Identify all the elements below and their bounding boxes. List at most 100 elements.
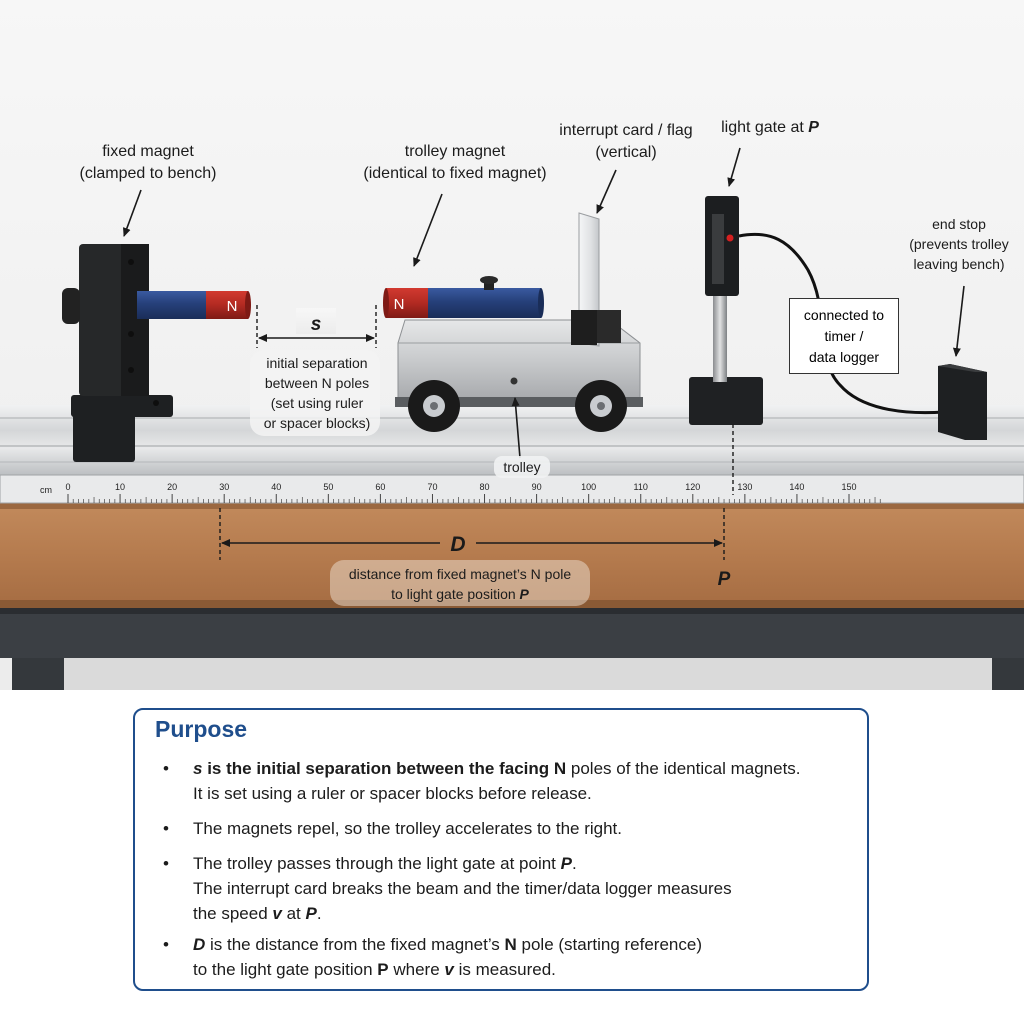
- purpose-item-line: D is the distance from the fixed magnet’…: [193, 932, 702, 957]
- separation-symbol: s: [311, 314, 322, 335]
- ruler-tick-label: 100: [581, 482, 596, 492]
- ruler-tick-label: 0: [65, 482, 70, 492]
- ruler-tick-label: 150: [841, 482, 856, 492]
- purpose-bullet-marker: •: [163, 935, 169, 954]
- trolley-magnet-label: trolley magnet (identical to fixed magne…: [350, 141, 560, 185]
- purpose-text-segment: pole (starting reference): [516, 935, 702, 954]
- purpose-item-line: It is set using a ruler or spacer blocks…: [193, 781, 801, 806]
- ruler-tick-label: 140: [789, 482, 804, 492]
- trolley-magnet-label-line-2: (identical to fixed magnet): [363, 165, 547, 182]
- fixed-magnet-label: fixed magnet (clamped to bench): [60, 141, 236, 185]
- ruler-tick-label: 60: [375, 482, 385, 492]
- end-stop-label-line-1: end stop: [932, 216, 986, 232]
- light-gate-label: light gate at P: [710, 117, 830, 139]
- trolley-wheel-left: [408, 380, 460, 432]
- purpose-text-segment: where: [388, 960, 445, 979]
- purpose-text-segment: is the initial separation between the fa…: [202, 759, 554, 778]
- purpose-text-segment: v: [272, 904, 282, 923]
- point-P-marker: [219, 424, 734, 560]
- distance-desc-line-1: distance from fixed magnet’s N pole: [348, 566, 572, 582]
- purpose-text-segment: N: [504, 935, 517, 954]
- purpose-bullet-marker: •: [163, 759, 169, 778]
- distance-symbol: D: [450, 533, 465, 556]
- purpose-text-segment: poles of the identical magnets.: [566, 759, 801, 778]
- purpose-text-segment: to the light gate position: [193, 960, 378, 979]
- purpose-text-segment: The magnets repel, so the trolley accele…: [193, 819, 623, 838]
- purpose-text-segment: the speed: [193, 904, 273, 923]
- distance-desc-line-2-text: to light gate position: [391, 586, 520, 602]
- purpose-item-line: The interrupt card breaks the beam and t…: [193, 876, 732, 901]
- bench-table: [0, 503, 1024, 690]
- distance-description: distance from fixed magnet’s N pole to l…: [300, 564, 620, 604]
- end-stop-label-line-2: (prevents trolley: [909, 236, 1009, 252]
- fixed-magnet-clamp: [62, 244, 173, 462]
- purpose-text-segment: P: [305, 904, 317, 923]
- purpose-item: D is the distance from the fixed magnet’…: [193, 932, 702, 982]
- ruler-tick-label: 40: [271, 482, 281, 492]
- connected-box-line-1: connected to: [803, 307, 885, 323]
- trolley-magnet-pole-label: N: [394, 296, 405, 313]
- trolley-wheel-right: [575, 380, 627, 432]
- purpose-text-segment: N: [553, 759, 567, 778]
- fixed-magnet: N: [137, 291, 251, 319]
- connected-box-line-2: timer /: [824, 328, 864, 344]
- purpose-item-line: The magnets repel, so the trolley accele…: [193, 816, 622, 841]
- separation-marker: [256, 305, 377, 348]
- light-gate-label-point: P: [808, 119, 819, 136]
- trolley-magnet-label-line-1: trolley magnet: [404, 143, 506, 160]
- ruler-tick-label: 80: [480, 482, 490, 492]
- purpose-item: The trolley passes through the light gat…: [193, 851, 732, 926]
- connected-box-line-3: data logger: [808, 349, 880, 365]
- purpose-item: The magnets repel, so the trolley accele…: [193, 816, 622, 841]
- end-stop: [938, 364, 987, 440]
- separation-description: initial separation between N poles (set …: [244, 353, 390, 433]
- purpose-bullet-marker: •: [163, 819, 169, 838]
- distance-desc-point: P: [519, 586, 529, 602]
- purpose-text-segment: P: [377, 960, 389, 979]
- separation-desc-line-2: between N poles: [264, 375, 370, 391]
- separation-desc-line-4: or spacer blocks): [263, 415, 371, 431]
- ruler-tick-label: 20: [167, 482, 177, 492]
- ruler-tick-label: 120: [685, 482, 700, 492]
- purpose-panel: Purpose • s is the initial separation bet…: [133, 708, 869, 991]
- fixed-magnet-label-line-1: fixed magnet: [102, 143, 194, 160]
- ruler-tick-label: 50: [323, 482, 333, 492]
- interrupt-card-label: interrupt card / flag (vertical): [546, 120, 706, 164]
- ruler-tick-label: 70: [427, 482, 437, 492]
- ruler-tick-label: 130: [737, 482, 752, 492]
- trolley-label: trolley: [482, 457, 562, 477]
- purpose-text-segment: .: [316, 904, 322, 923]
- purpose-bullet-marker: •: [163, 854, 169, 873]
- end-stop-label-line-3: leaving bench): [913, 256, 1005, 272]
- purpose-item: s is the initial separation between the …: [193, 756, 801, 806]
- distance-desc-line-2: to light gate position P: [300, 584, 620, 604]
- separation-desc-line-3: (set using ruler: [270, 395, 364, 411]
- trolley-label-text: trolley: [503, 459, 541, 475]
- separation-desc-line-1: initial separation: [266, 355, 368, 371]
- ruler-tick-label: 10: [115, 482, 125, 492]
- purpose-text-segment: The trolley passes through the light gat…: [193, 854, 561, 873]
- trolley-magnet: N: [383, 276, 544, 318]
- interrupt-card-label-line-2: (vertical): [595, 144, 657, 161]
- light-gate-label-text: light gate at: [721, 119, 809, 136]
- connected-to-logger-box: connected to timer / data logger: [789, 298, 899, 374]
- trolley: N: [383, 212, 643, 432]
- fixed-magnet-pole-label: N: [227, 298, 238, 315]
- purpose-item-line: the speed v at P.: [193, 901, 732, 926]
- purpose-item-line: to the light gate position P where v is …: [193, 957, 702, 982]
- purpose-text-segment: s: [193, 759, 203, 778]
- ruler-unit-label: cm: [40, 485, 52, 495]
- end-stop-label: end stop (prevents trolley leaving bench…: [896, 214, 1022, 274]
- ruler-tick-label: 110: [634, 482, 648, 492]
- purpose-text-segment: P: [560, 854, 572, 873]
- purpose-text-segment: is the distance from the fixed magnet’s: [205, 935, 505, 954]
- purpose-title: Purpose: [155, 716, 248, 742]
- label-arrows: [123, 147, 965, 459]
- purpose-text-segment: It is set using a ruler or spacer blocks…: [193, 784, 592, 803]
- point-P-label: P: [718, 569, 731, 590]
- purpose-text-segment: is measured.: [453, 960, 556, 979]
- light-gate-label-line: light gate at P: [710, 117, 830, 139]
- fixed-magnet-label-line-2: (clamped to bench): [79, 165, 217, 182]
- purpose-text-segment: The interrupt card breaks the beam and t…: [193, 879, 732, 898]
